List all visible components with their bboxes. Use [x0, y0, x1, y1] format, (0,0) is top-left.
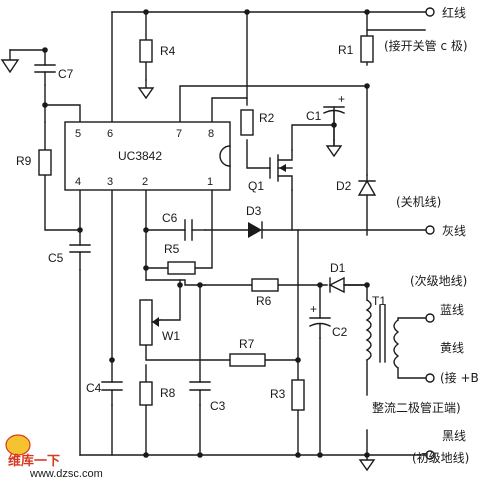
shutdown-note: (关机线)	[396, 195, 441, 209]
primary-ground-note: (初级地线)	[412, 451, 469, 465]
capacitor-c3: C3	[189, 381, 226, 413]
wire-labels: 红线 (接开关管 c 极) (关机线) 灰线 (次级地线) 蓝线 黄线 (接 +…	[372, 5, 479, 465]
resistor-r1: R1	[338, 35, 374, 63]
capacitor-c2: C2 +	[309, 302, 348, 339]
c7-label: C7	[58, 67, 74, 81]
red-wire-note: (接开关管 c 极)	[384, 38, 468, 53]
yellow-wire-label: 黄线	[440, 341, 464, 355]
black-wire-label: 黑线	[442, 429, 466, 443]
r7-label: R7	[239, 337, 255, 351]
watermark-logo: 维库一下 www.dzsc.com	[5, 434, 103, 480]
d2-label: D2	[336, 179, 352, 193]
r8-label: R8	[160, 386, 176, 400]
resistor-r8: R8	[139, 381, 176, 406]
pin-1: 1	[207, 176, 213, 188]
r2-label: R2	[259, 111, 275, 125]
blue-wire-label: 蓝线	[440, 303, 464, 317]
w1-label: W1	[162, 329, 180, 343]
watermark-url: www.dzsc.com	[29, 468, 103, 480]
ground-symbols	[0, 49, 376, 472]
t1-label: T1	[372, 294, 386, 308]
ic-uc3842: UC3842 5 6 7 8 4 3 2 1	[64, 121, 231, 191]
yellow-wire-note: (接 +B	[440, 370, 479, 385]
resistor-r6: R6	[251, 278, 279, 308]
c2-label: C2	[332, 325, 348, 339]
rectifier-note: 整流二极管正端)	[372, 400, 461, 415]
capacitor-c7: C7	[34, 64, 74, 86]
c6-label: C6	[162, 211, 178, 225]
pin-6: 6	[107, 128, 113, 140]
pin-2: 2	[142, 176, 148, 188]
d1-label: D1	[330, 261, 346, 275]
c1-plus: +	[338, 92, 345, 106]
c1-label: C1	[306, 109, 322, 123]
c3-label: C3	[210, 399, 226, 413]
capacitor-c4: C4	[86, 381, 123, 406]
resistor-r3: R3	[270, 379, 305, 411]
watermark-title: 维库一下	[8, 453, 60, 469]
capacitor-c5: C5	[48, 244, 91, 271]
gray-wire-label: 灰线	[442, 224, 466, 238]
ic-label: UC3842	[118, 149, 162, 163]
r4-label: R4	[160, 44, 176, 58]
capacitor-c1: C1 +	[306, 92, 345, 141]
resistor-r4: R4	[139, 39, 176, 63]
terminals	[425, 7, 435, 460]
pin-8: 8	[208, 128, 214, 140]
resistor-r5: R5	[164, 242, 196, 275]
red-wire-label: 红线	[442, 5, 466, 20]
diode-d1: D1	[328, 261, 368, 294]
secondary-ground-note: (次级地线)	[410, 274, 467, 288]
r6-label: R6	[256, 294, 272, 308]
pin-5: 5	[75, 128, 81, 140]
diode-d3: D3	[246, 204, 263, 239]
transformer-t1: T1	[365, 294, 400, 369]
r1-label: R1	[338, 43, 354, 57]
pin-3: 3	[107, 176, 113, 188]
r3-label: R3	[270, 387, 286, 401]
resistor-r2: R2	[240, 109, 275, 136]
pin-4: 4	[75, 176, 81, 188]
pin-7: 7	[176, 128, 182, 140]
diode-d2: D2	[336, 174, 377, 196]
transistor-q1: Q1	[248, 149, 293, 193]
r5-label: R5	[164, 242, 180, 256]
resistor-r7: R7	[229, 337, 266, 367]
q1-label: Q1	[248, 179, 264, 193]
d3-label: D3	[246, 204, 262, 218]
resistor-r9: R9	[16, 149, 52, 176]
c4-label: C4	[86, 381, 102, 395]
r9-label: R9	[16, 154, 32, 168]
c5-label: C5	[48, 251, 64, 265]
capacitor-c6: C6	[162, 211, 206, 241]
potentiometer-w1: W1	[139, 299, 180, 346]
c2-plus: +	[310, 302, 317, 316]
